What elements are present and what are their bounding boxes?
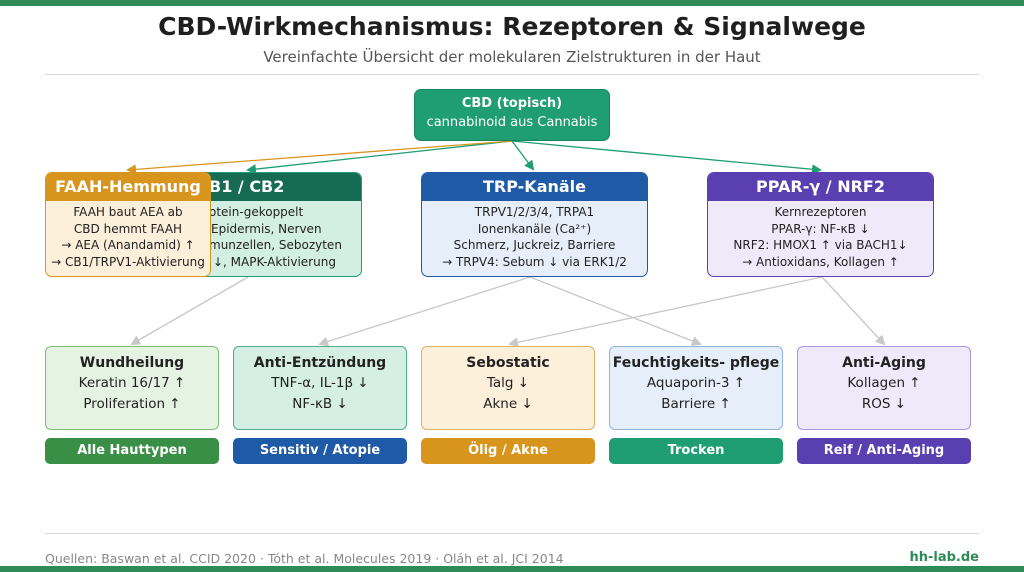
effect-line-1: Kollagen ↑ — [847, 375, 921, 391]
cb-details: otein-gekoppelt Epidermis, Nerven munzel… — [171, 201, 361, 270]
header-divider — [45, 74, 979, 75]
arrow-trp-to-feuchtigkeit — [529, 276, 702, 346]
ppar-line-3: NRF2: HMOX1 ↑ via BACH1↓ — [733, 238, 908, 252]
faah-details: FAAH baut AEA ab CBD hemmt FAAH → AEA (A… — [46, 201, 210, 270]
bottom-accent-bar — [0, 566, 1024, 572]
effect-line-2: ROS ↓ — [861, 396, 907, 412]
mechanism-faah: FAAH-Hemmung FAAH baut AEA ab CBD hemmt … — [45, 172, 211, 277]
arrow-trp-to-antientzuendung — [318, 276, 531, 347]
page-title: CBD-Wirkmechanismus: Rezeptoren & Signal… — [158, 12, 866, 41]
ppar-line-4: → Antioxidans, Kollagen ↑ — [742, 254, 899, 269]
cb-line-2: Epidermis, Nerven — [211, 221, 322, 236]
effect-title: Wundheilung — [79, 355, 185, 371]
effect-feuchtigkeitspflege: Feuchtigkeits- pflege Aquaporin-3 ↑ Barr… — [609, 346, 783, 430]
arrow-cb-to-wundheilung — [130, 276, 249, 346]
effect-line-2: NF-κB ↓ — [292, 396, 348, 412]
effect-wundheilung: Wundheilung Keratin 16/17 ↑ Proliferatio… — [45, 346, 219, 430]
trp-title: TRP-Kanäle — [422, 173, 647, 201]
arrow-root-to-trp — [511, 140, 535, 171]
footer-divider — [45, 533, 979, 534]
effect-line-1: Aquaporin-3 ↑ — [646, 375, 746, 391]
effect-line-2: Akne ↓ — [483, 396, 533, 412]
ppar-line-1: Kernrezeptoren — [774, 205, 867, 219]
arrow-root-to-faah — [126, 140, 513, 175]
root-node-cbd: CBD (topisch) cannabinoid aus Cannabis — [414, 89, 610, 141]
skin-type-tag: Sensitiv / Atopie — [233, 438, 407, 464]
cb-line-1: otein-gekoppelt — [209, 205, 304, 219]
effect-title: Sebostatic — [466, 355, 550, 371]
page-subtitle: Vereinfachte Übersicht der molekularen Z… — [263, 48, 761, 66]
cb-line-3: munzellen, Sebozyten — [209, 238, 342, 252]
skin-type-tag: Ölig / Akne — [421, 438, 595, 464]
mechanism-trp: TRP-Kanäle TRPV1/2/3/4, TRPA1 Ionenkanäl… — [421, 172, 648, 277]
effect-anti-aging: Anti-Aging Kollagen ↑ ROS ↓ — [797, 346, 971, 430]
arrow-root-to-ppar — [511, 140, 822, 175]
ppar-title: PPAR-γ / NRF2 — [708, 173, 933, 201]
faah-line-4: → CB1/TRPV1-Aktivierung — [51, 254, 205, 269]
effect-line-1: TNF-α, IL-1β ↓ — [271, 375, 369, 391]
arrow-root-to-cb — [246, 140, 513, 175]
effect-anti-entzuendung: Anti-Entzündung TNF-α, IL-1β ↓ NF-κB ↓ — [233, 346, 407, 430]
trp-line-4: → TRPV4: Sebum ↓ via ERK1/2 — [442, 254, 627, 269]
mechanism-ppar-nrf2: PPAR-γ / NRF2 Kernrezeptoren PPAR-γ: NF-… — [707, 172, 934, 277]
ppar-details: Kernrezeptoren PPAR-γ: NF-κB ↓ NRF2: HMO… — [708, 201, 933, 270]
footer-sources: Quellen: Baswan et al. CCID 2020 · Tóth … — [45, 551, 564, 566]
faah-title: FAAH-Hemmung — [46, 173, 210, 201]
trp-details: TRPV1/2/3/4, TRPA1 Ionenkanäle (Ca²⁺) Sc… — [422, 201, 647, 270]
top-accent-bar — [0, 0, 1024, 6]
skin-type-tag: Trocken — [609, 438, 783, 464]
trp-line-3: Schmerz, Juckreiz, Barriere — [453, 238, 616, 252]
effect-line-1: Talg ↓ — [486, 375, 530, 391]
effect-title: Feuchtigkeits- pflege — [612, 355, 780, 371]
trp-line-2: Ionenkanäle (Ca²⁺) — [477, 221, 592, 236]
effect-line-1: Keratin 16/17 ↑ — [78, 375, 186, 391]
faah-line-2: CBD hemmt FAAH — [73, 221, 183, 236]
effect-title: Anti-Entzündung — [253, 355, 387, 371]
root-title: CBD (topisch) — [461, 96, 563, 111]
effect-title: Anti-Aging — [842, 355, 926, 371]
effect-sebostatic: Sebostatic Talg ↓ Akne ↓ — [421, 346, 595, 430]
trp-line-1: TRPV1/2/3/4, TRPA1 — [474, 205, 595, 219]
skin-type-tag: Reif / Anti-Aging — [797, 438, 971, 464]
ppar-line-2: PPAR-γ: NF-κB ↓ — [771, 221, 870, 236]
footer-brand-link[interactable]: hh-lab.de — [909, 550, 979, 565]
skin-type-tag: Alle Hauttypen — [45, 438, 219, 464]
arrow-ppar-to-antiaging — [821, 276, 886, 346]
effect-line-2: Proliferation ↑ — [83, 396, 181, 412]
root-subtitle: cannabinoid aus Cannabis — [426, 115, 598, 130]
faah-line-3: → AEA (Anandamid) ↑ — [61, 238, 195, 252]
effect-line-2: Barriere ↑ — [661, 396, 731, 412]
arrow-ppar-to-sebostatic — [508, 276, 823, 348]
cb-line-4: ↓, MAPK-Aktivierung — [213, 254, 336, 269]
faah-line-1: FAAH baut AEA ab — [73, 205, 183, 219]
